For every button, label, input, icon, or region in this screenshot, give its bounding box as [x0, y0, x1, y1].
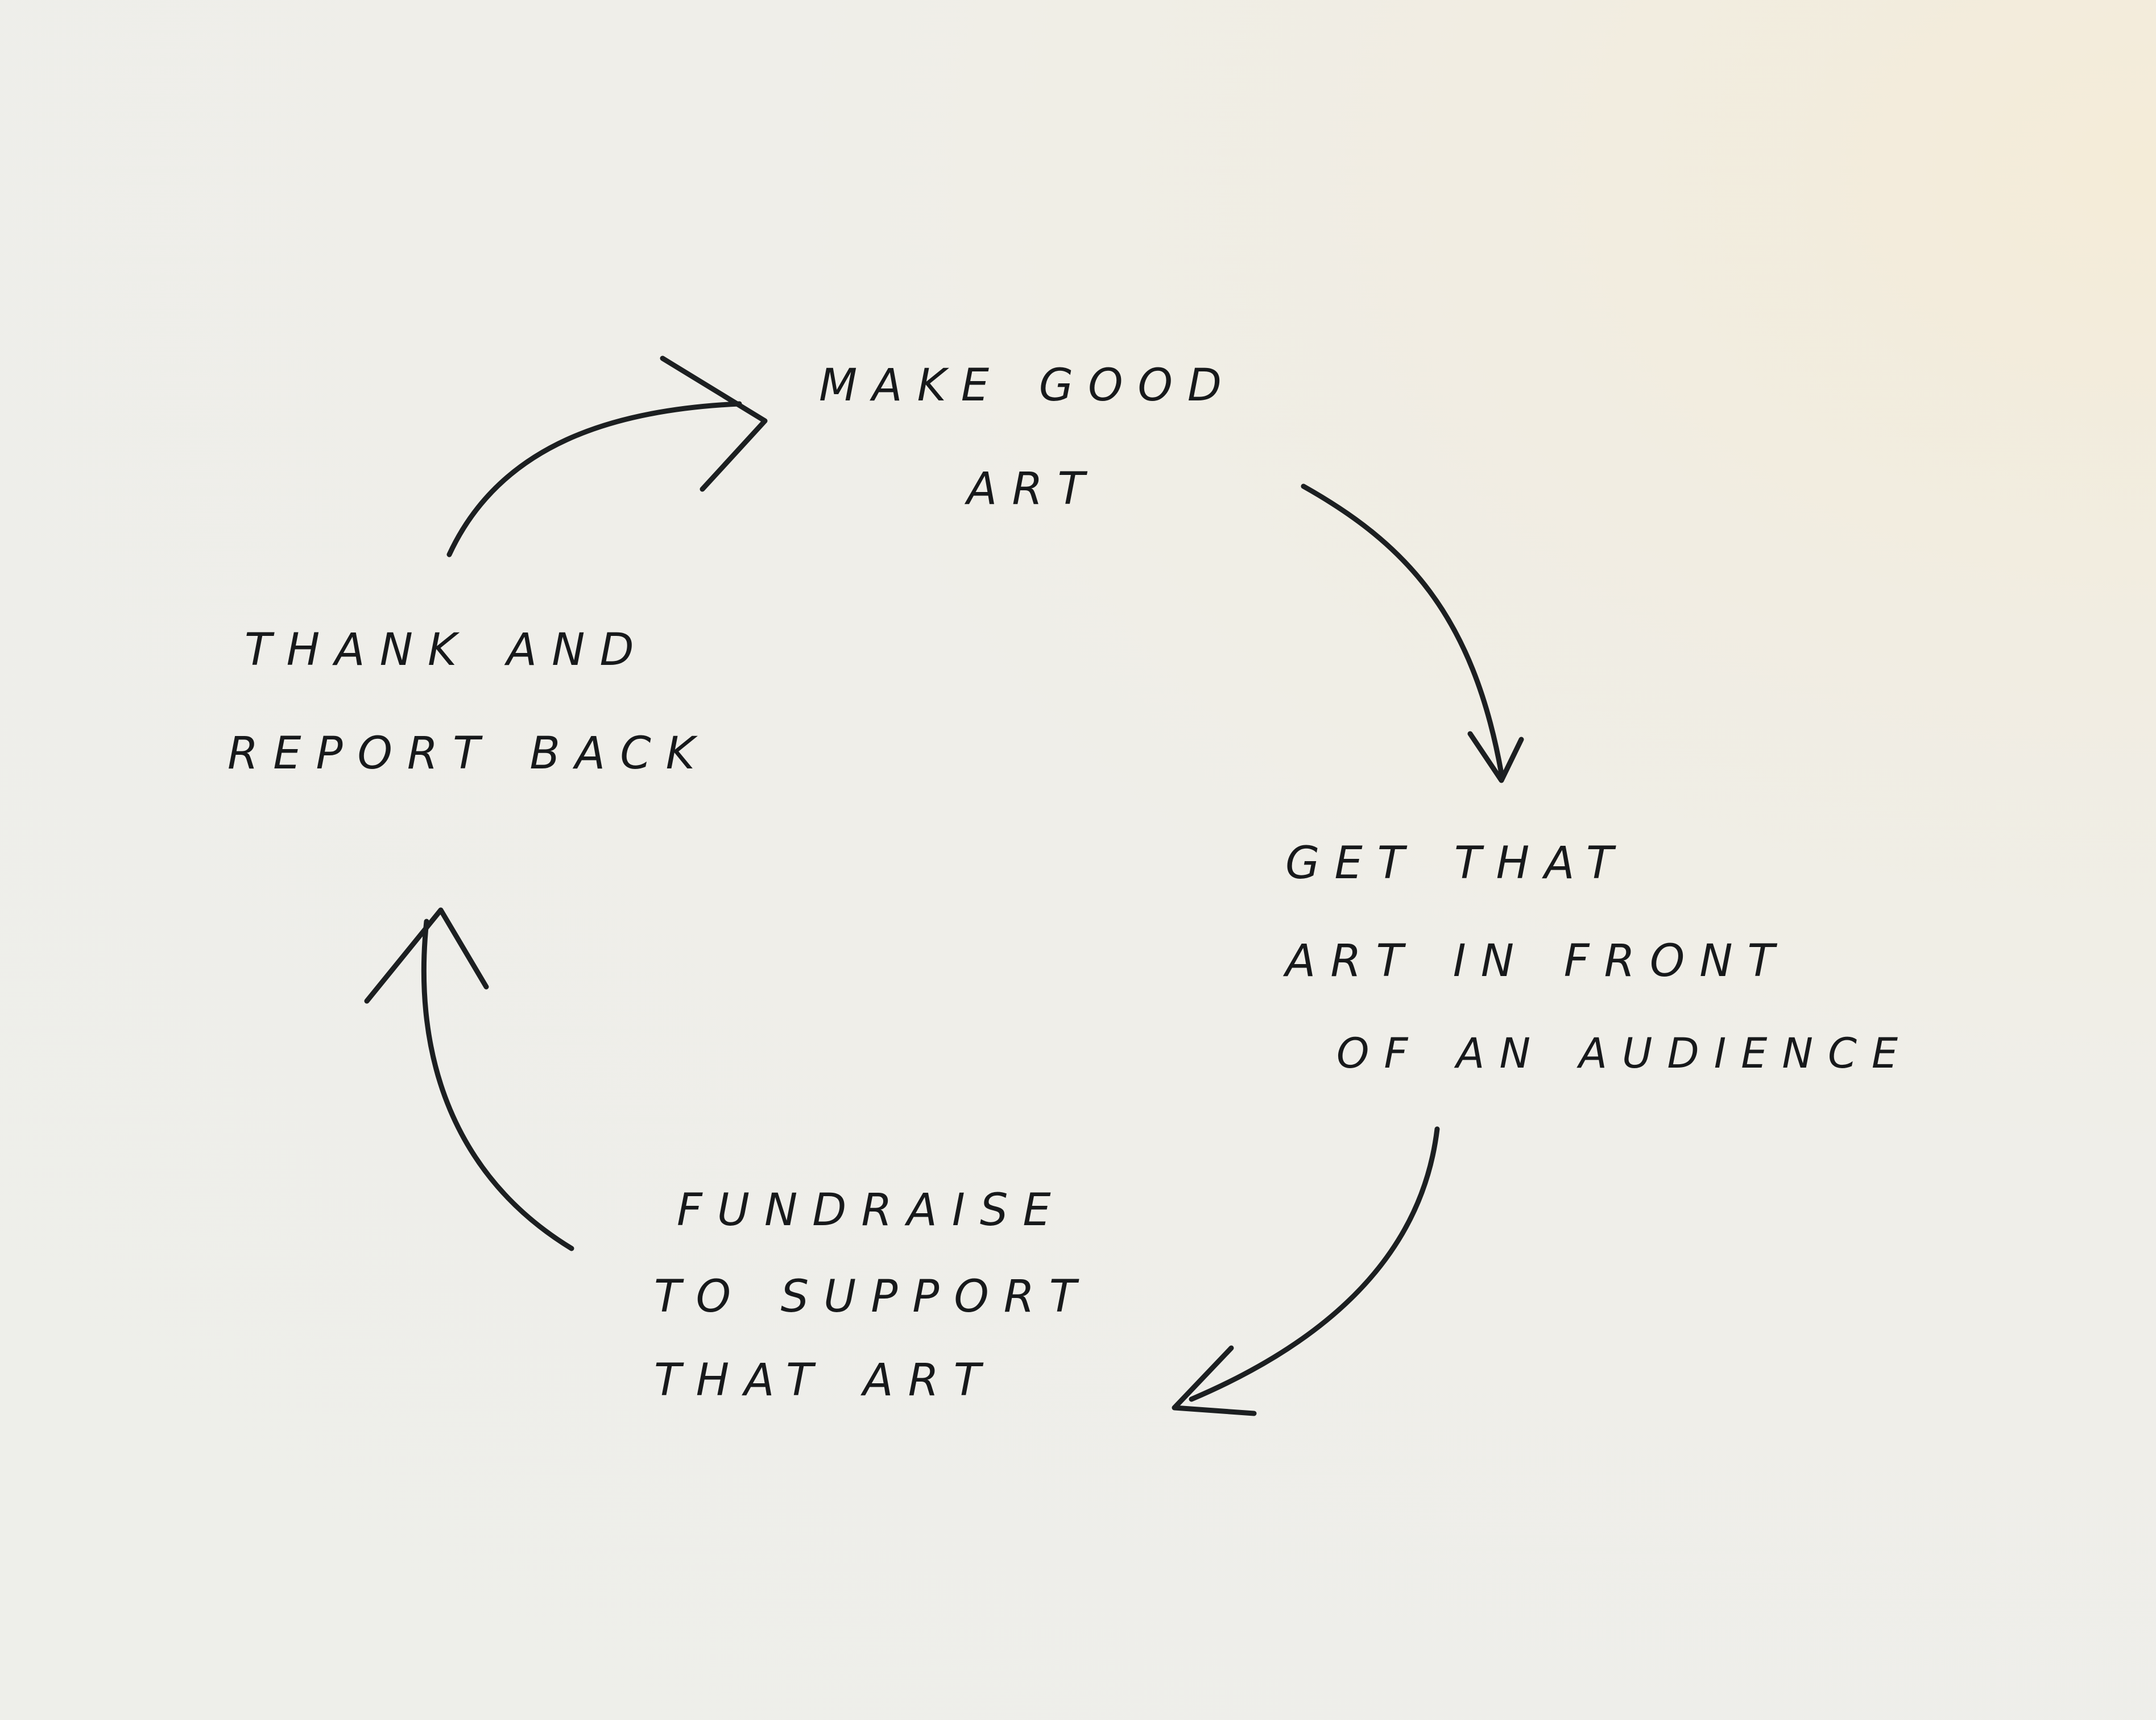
node-make-good-art-line-2: Art: [967, 445, 1100, 519]
arrow-fundraise-to-thank: [421, 919, 574, 1251]
arrow-thank-to-make: [446, 401, 742, 557]
arrow-make-to-get-head: [1467, 731, 1524, 783]
arrow-get-to-fundraise-head: [1172, 1345, 1257, 1416]
node-fundraise: Fundraise To Support That Art: [654, 1172, 1091, 1405]
arrow-thank-to-make-head: [660, 355, 768, 492]
node-fundraise-line-3: That Art: [654, 1337, 996, 1411]
node-thank-and-report-line-2: Report Back: [227, 710, 710, 784]
node-fundraise-line-2: To Support: [654, 1253, 1091, 1327]
arrow-get-to-fundraise: [1189, 1126, 1440, 1402]
node-get-that-art-line-1: Get That: [1285, 820, 1628, 894]
node-thank-and-report: Thank And Report Back: [227, 611, 710, 779]
node-get-that-art-line-2: Art In Front: [1285, 917, 1790, 991]
node-get-that-art-line-3: of An Audience: [1336, 1012, 1913, 1082]
node-make-good-art-line-1: Make Good: [819, 342, 1236, 416]
node-get-that-art: Get That Art In Front of An Audience: [1285, 825, 1913, 1077]
arrow-make-to-get: [1301, 483, 1504, 776]
node-fundraise-line-1: Fundraise: [677, 1167, 1066, 1241]
node-thank-and-report-line-1: Thank And: [245, 606, 649, 680]
node-make-good-art: Make Good Art: [819, 347, 1236, 514]
arrow-fundraise-to-thank-head: [364, 907, 489, 1004]
